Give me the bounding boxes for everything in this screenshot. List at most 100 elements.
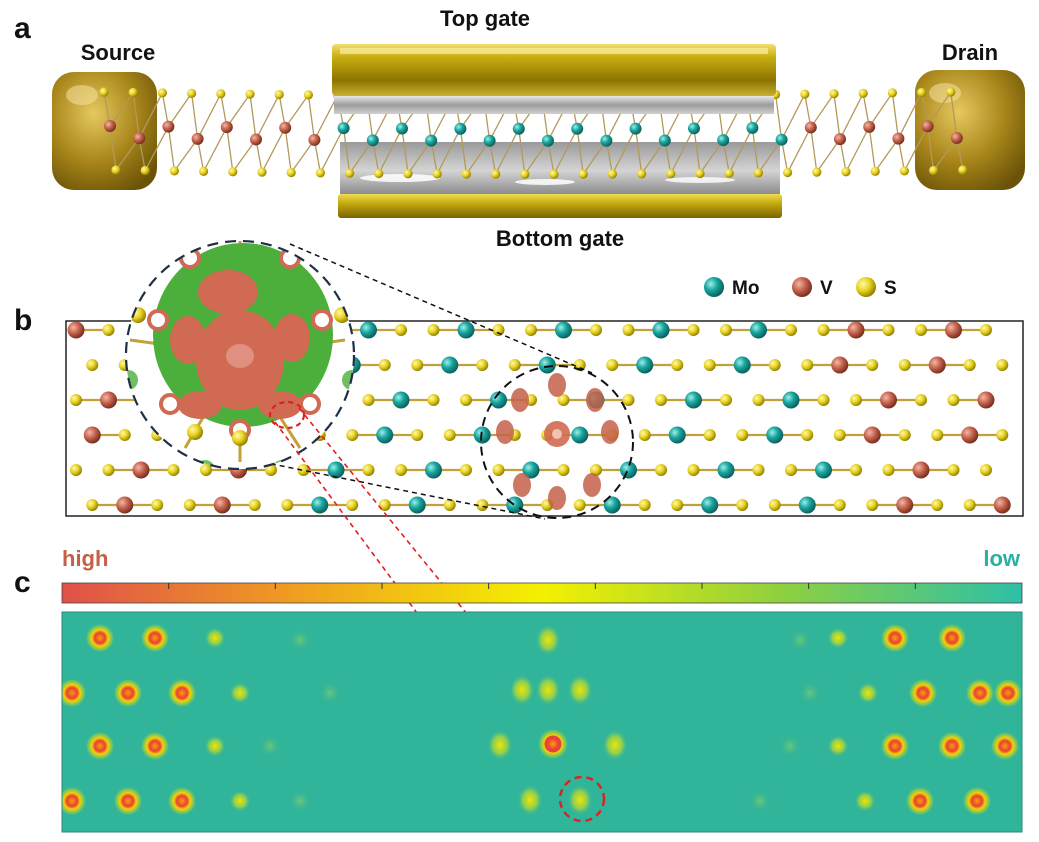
- s-atom: [783, 167, 793, 178]
- s-atom: [817, 394, 830, 406]
- s-atom: [996, 359, 1009, 371]
- mo-atom: [425, 134, 438, 147]
- s-atom: [216, 89, 226, 99]
- s-atom: [915, 324, 927, 336]
- v-atom: [133, 132, 146, 145]
- s-atom: [461, 169, 471, 179]
- s-atom: [102, 324, 115, 336]
- s-atom: [427, 324, 440, 336]
- s-atom: [257, 167, 267, 177]
- s-atom: [265, 464, 277, 476]
- chain-bond: [342, 128, 351, 174]
- s-atom: [549, 169, 559, 179]
- chain-bond: [927, 91, 952, 127]
- s-atom: [980, 464, 992, 476]
- scale-high-label: high: [62, 546, 108, 571]
- s-atom: [578, 169, 588, 179]
- s-atom: [996, 429, 1009, 441]
- v-atom: [162, 120, 175, 133]
- s-atom: [590, 324, 602, 336]
- legend-s-label: S: [884, 278, 897, 299]
- density-spot: [857, 682, 879, 704]
- mo-atom: [750, 321, 767, 339]
- s-atom: [183, 499, 196, 511]
- mo-atom: [571, 122, 584, 135]
- chain-bond: [891, 92, 900, 139]
- v-atom: [950, 131, 963, 144]
- s-atom: [557, 394, 570, 406]
- mo-atom: [396, 122, 408, 135]
- s-atom: [929, 165, 939, 176]
- s-atom: [476, 359, 489, 371]
- chain-bond: [138, 92, 163, 139]
- chain-bond: [378, 128, 403, 174]
- density-spot: [880, 623, 910, 653]
- mo-atom: [366, 134, 379, 147]
- s-atom: [460, 394, 472, 406]
- v-atom: [308, 133, 321, 146]
- s-atom: [829, 89, 839, 99]
- chain-bond: [226, 127, 234, 172]
- v-atom: [863, 426, 881, 444]
- s-atom: [866, 499, 879, 511]
- s-atom: [947, 394, 960, 406]
- s-atom: [374, 168, 384, 179]
- chain-bond: [407, 140, 432, 175]
- faint-spot: [778, 734, 802, 758]
- chain-bond: [495, 128, 520, 175]
- mo-atom: [360, 321, 377, 339]
- density-spot: [113, 678, 143, 708]
- chain-bond: [132, 92, 140, 139]
- red-lobe: [178, 391, 222, 419]
- chain-bond: [576, 128, 584, 175]
- chain-bond: [401, 128, 409, 174]
- s-atom: [666, 169, 676, 179]
- density-spot: [204, 735, 226, 757]
- faint-spot: [258, 734, 282, 758]
- mo-atom: [629, 122, 642, 135]
- ring-lobe: [311, 309, 333, 331]
- v-atom: [945, 321, 962, 339]
- s-atom: [637, 169, 647, 179]
- panel-label-a: a: [14, 12, 31, 45]
- chain-bond: [203, 126, 228, 172]
- density-spot: [204, 627, 226, 649]
- chain-bond: [693, 128, 701, 174]
- s-atom: [753, 168, 764, 178]
- mo-atom: [746, 121, 759, 134]
- s-atom: [785, 464, 797, 476]
- faint-spot: [798, 681, 822, 705]
- s-atom: [917, 87, 927, 98]
- mo-atom: [658, 134, 671, 147]
- chain-bond: [319, 127, 345, 174]
- mo-atom: [425, 461, 442, 479]
- s-site-marker-top: [268, 400, 306, 430]
- mo-atom: [685, 391, 702, 409]
- green-lobe: [140, 260, 160, 280]
- s-atom: [492, 464, 505, 476]
- faint-spot: [288, 628, 312, 652]
- v-atom: [831, 356, 849, 374]
- chain-bond: [459, 128, 468, 175]
- drain-electrode: [915, 70, 1025, 190]
- mo-atom: [636, 356, 654, 374]
- v-atom: [132, 461, 150, 479]
- s-atom: [362, 394, 375, 406]
- v-atom: [220, 121, 233, 134]
- s-atom: [947, 464, 960, 476]
- s-atom: [882, 464, 895, 476]
- faint-spot: [788, 628, 812, 652]
- density-spot: [854, 790, 876, 812]
- chain-bond: [115, 137, 140, 171]
- density-spot: [827, 627, 849, 649]
- chain-bond: [553, 128, 578, 175]
- s-atom: [362, 464, 375, 476]
- v-atom: [834, 133, 846, 146]
- density-spot: [140, 731, 170, 761]
- v-atom: [804, 121, 817, 134]
- chain-bond: [833, 93, 841, 140]
- s-atom: [882, 324, 895, 336]
- s-atom: [833, 499, 846, 511]
- density-spot: [905, 786, 935, 816]
- scale-low-label: low: [983, 546, 1021, 571]
